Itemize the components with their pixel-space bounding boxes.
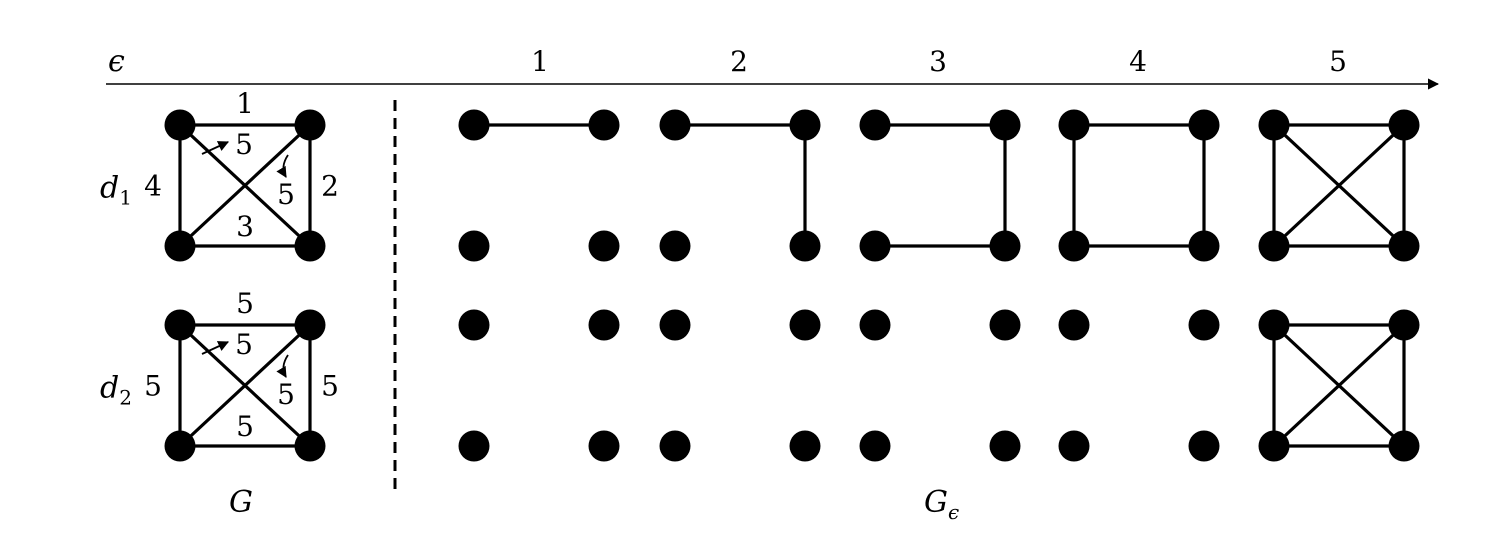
g-eps-3-d1-node-bl bbox=[859, 230, 891, 262]
d1-row-label: d1 bbox=[100, 171, 132, 210]
graph-g-d2-node-tl bbox=[164, 309, 196, 341]
d2-weight-bottom: 5 bbox=[236, 410, 254, 443]
g-eps-2-d1-node-bl bbox=[659, 230, 691, 262]
epsilon-tick-5: 5 bbox=[1329, 45, 1347, 78]
graph-g-d1-node-tl bbox=[164, 109, 196, 141]
d2-weight-right: 5 bbox=[321, 370, 339, 403]
g-eps-3-d2-node-br bbox=[989, 430, 1021, 462]
g-eps-4-d2-node-tr bbox=[1188, 309, 1220, 341]
g-eps-2-d2 bbox=[659, 309, 821, 462]
epsilon-axis-symbol: ϵ bbox=[108, 44, 125, 79]
g-eps-5-d1-node-bl bbox=[1258, 230, 1290, 262]
g-eps-1-d2-node-br bbox=[588, 430, 620, 462]
g-eps-1-d2 bbox=[458, 309, 620, 462]
g-eps-2-d1-node-tr bbox=[789, 109, 821, 141]
g-eps-1-d1-node-bl bbox=[458, 230, 490, 262]
g-eps-5-d2-edge-diag_anti bbox=[1272, 323, 1406, 448]
g-eps-5-d1 bbox=[1258, 109, 1420, 262]
graph-g-d1-node-tr bbox=[294, 109, 326, 141]
g-eps-5-d2-node-bl bbox=[1258, 430, 1290, 462]
g-eps-2-d2-node-tl bbox=[659, 309, 691, 341]
d2-weight-left: 5 bbox=[144, 370, 162, 403]
graph-g-d2-node-tr bbox=[294, 309, 326, 341]
epsilon-tick-2: 2 bbox=[730, 45, 748, 78]
d2-weight-diag-main: 5 bbox=[235, 328, 253, 361]
d1-weight-bottom: 3 bbox=[236, 210, 254, 243]
g-eps-5-d1-node-tl bbox=[1258, 109, 1290, 141]
g-eps-4-d2-node-tl bbox=[1058, 309, 1090, 341]
g-eps-5-d1-node-tr bbox=[1388, 109, 1420, 141]
d1-weight-right: 2 bbox=[321, 170, 339, 203]
g-eps-2-d1 bbox=[659, 109, 821, 262]
g-eps-4-d1-node-tl bbox=[1058, 109, 1090, 141]
g-eps-2-d2-node-br bbox=[789, 430, 821, 462]
d2-diag-anti-pointer bbox=[276, 354, 289, 378]
g-eps-4-d2 bbox=[1058, 309, 1220, 462]
g-eps-2-d2-node-bl bbox=[659, 430, 691, 462]
g-eps-4-d2-node-br bbox=[1188, 430, 1220, 462]
epsilon-tick-1: 1 bbox=[531, 45, 549, 78]
g-eps-3-d1-node-br bbox=[989, 230, 1021, 262]
d2-weight-top: 5 bbox=[236, 287, 254, 320]
d2-row-label: d2 bbox=[100, 371, 132, 410]
g-eps-2-d1-node-br bbox=[789, 230, 821, 262]
g-eps-5-d1-edge-diag_anti bbox=[1272, 123, 1406, 248]
g-eps-1-d1-node-tl bbox=[458, 109, 490, 141]
g-eps-3-d1 bbox=[859, 109, 1021, 262]
d1-edge-diag_anti bbox=[178, 123, 312, 248]
graph-g-d1-node-br bbox=[294, 230, 326, 262]
g-eps-2-d1-node-tl bbox=[659, 109, 691, 141]
d1-weight-diag-main: 5 bbox=[235, 128, 253, 161]
epsilon-tick-4: 4 bbox=[1129, 45, 1147, 78]
g-eps-5-d2-node-br bbox=[1388, 430, 1420, 462]
epsilon-tick-3: 3 bbox=[929, 45, 947, 78]
g-eps-4-d2-node-bl bbox=[1058, 430, 1090, 462]
filtration-graphs bbox=[458, 109, 1420, 462]
filtration-label: Gϵ bbox=[924, 485, 959, 524]
graph-g-d2-node-br bbox=[294, 430, 326, 462]
g-eps-4-d1-node-br bbox=[1188, 230, 1220, 262]
g-eps-4-d1-node-bl bbox=[1058, 230, 1090, 262]
d1-weight-left: 4 bbox=[144, 170, 162, 203]
g-eps-3-d2-node-tl bbox=[859, 309, 891, 341]
g-eps-1-d1-node-br bbox=[588, 230, 620, 262]
graph-g-d1-node-bl bbox=[164, 230, 196, 262]
g-eps-4-d1 bbox=[1058, 109, 1220, 262]
g-eps-5-d2 bbox=[1258, 309, 1420, 462]
g-eps-3-d2 bbox=[859, 309, 1021, 462]
g-eps-1-d2-node-tl bbox=[458, 309, 490, 341]
g-eps-3-d1-node-tr bbox=[989, 109, 1021, 141]
epsilon-tick-labels: 1 2 3 4 5 bbox=[531, 45, 1347, 78]
g-eps-4-d1-node-tr bbox=[1188, 109, 1220, 141]
g-eps-5-d2-node-tl bbox=[1258, 309, 1290, 341]
d2-diag-main-pointer bbox=[201, 341, 229, 355]
g-eps-1-d1-node-tr bbox=[588, 109, 620, 141]
g-eps-1-d2-node-bl bbox=[458, 430, 490, 462]
graph-g-label: G bbox=[229, 485, 253, 520]
d1-weight-diag-anti: 5 bbox=[277, 178, 295, 211]
d2-edge-diag_anti bbox=[178, 323, 312, 448]
g-eps-3-d1-node-tl bbox=[859, 109, 891, 141]
d1-diag-main-pointer bbox=[201, 141, 229, 155]
d2-weight-diag-anti: 5 bbox=[277, 378, 295, 411]
g-eps-3-d2-node-bl bbox=[859, 430, 891, 462]
g-eps-2-d2-node-tr bbox=[789, 309, 821, 341]
d1-weight-top: 1 bbox=[236, 87, 254, 120]
graph-g-d2-node-bl bbox=[164, 430, 196, 462]
g-eps-3-d2-node-tr bbox=[989, 309, 1021, 341]
d1-diag-anti-pointer bbox=[276, 154, 289, 178]
g-eps-5-d2-node-tr bbox=[1388, 309, 1420, 341]
g-eps-1-d2-node-tr bbox=[588, 309, 620, 341]
g-eps-1-d1 bbox=[458, 109, 620, 262]
g-eps-5-d1-node-br bbox=[1388, 230, 1420, 262]
